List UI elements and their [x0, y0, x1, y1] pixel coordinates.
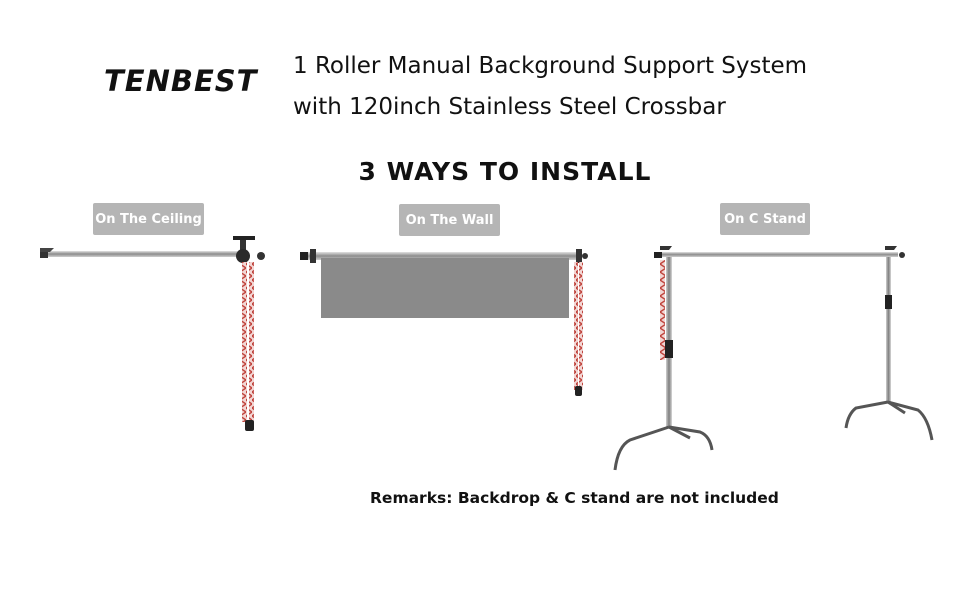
- product-title-line-1: 1 Roller Manual Background Support Syste…: [293, 53, 808, 79]
- remarks-note: Remarks: Backdrop & C stand are not incl…: [370, 489, 779, 507]
- method-tag-ceiling: On The Ceiling: [93, 203, 204, 235]
- method-tag-c-stand: On C Stand: [720, 203, 810, 235]
- c-stand-base-right: [844, 400, 934, 441]
- wall-roller-bar: [306, 252, 578, 260]
- c-stand-chain: [660, 260, 665, 360]
- ceiling-end-hook: [40, 248, 54, 252]
- method-tag-wall: On The Wall: [399, 204, 500, 236]
- ceiling-roller-bracket: [236, 249, 250, 263]
- ceiling-crossbar: [48, 251, 248, 257]
- install-heading: 3 WAYS TO INSTALL: [358, 157, 652, 186]
- wall-chain-right: [579, 262, 583, 390]
- ceiling-mount-plate: [233, 236, 255, 240]
- wall-backdrop: [321, 258, 569, 318]
- wall-bracket-right: [576, 249, 582, 263]
- ceiling-chain-weight: [245, 420, 254, 431]
- wall-bracket-left: [300, 252, 308, 260]
- brand-logo: TENBEST: [104, 64, 258, 98]
- c-stand-illustration: [613, 246, 934, 471]
- wall-illustration: [300, 249, 588, 396]
- wall-chain-weight: [575, 386, 582, 396]
- ceiling-chain-left: [242, 262, 247, 422]
- wall-chain-left: [574, 262, 578, 390]
- c-stand-pole-right: [886, 257, 891, 402]
- product-title-line-2: with 120inch Stainless Steel Crossbar: [293, 94, 726, 120]
- c-stand-crossbar: [660, 252, 898, 257]
- ceiling-chain-right: [249, 262, 254, 422]
- ceiling-illustration: [40, 236, 265, 431]
- c-stand-base-left: [613, 425, 714, 471]
